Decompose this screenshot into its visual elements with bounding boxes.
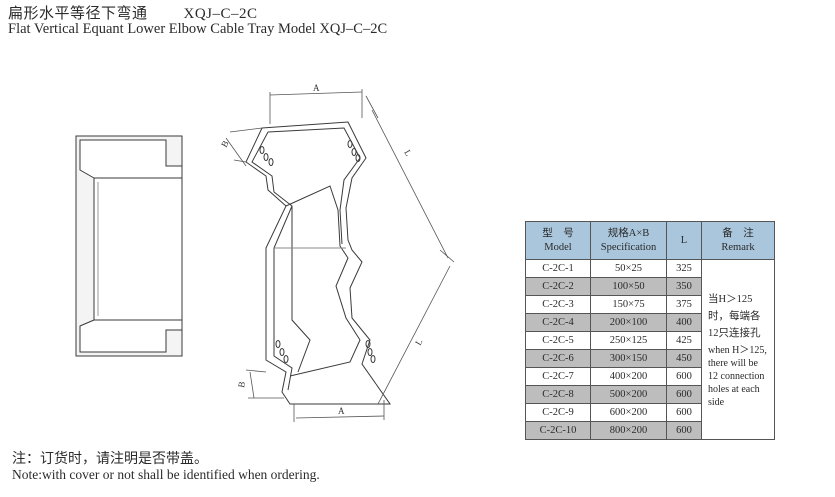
remark-cell: 当H＞125时，每端各12只连接孔 when H＞125, there will… bbox=[701, 259, 775, 440]
cell-model: C-2C-3 bbox=[525, 295, 591, 314]
table-header-row: 型 号 Model 规格A×B Specification L 备 注 Rema… bbox=[525, 221, 775, 260]
title-english: Flat Vertical Equant Lower Elbow Cable T… bbox=[8, 21, 388, 37]
header-spec: 规格A×B Specification bbox=[590, 221, 667, 260]
header-spec-en: Specification bbox=[600, 241, 657, 253]
cell-spec: 500×200 bbox=[590, 385, 667, 404]
table-row: C-2C-3 150×75 375 bbox=[525, 295, 775, 314]
cell-model: C-2C-1 bbox=[525, 259, 591, 278]
table-row: C-2C-1 50×25 325 当H＞125时，每端各12只连接孔 when … bbox=[525, 259, 775, 440]
cell-l: 325 bbox=[666, 259, 702, 278]
cell-l: 600 bbox=[666, 385, 702, 404]
cell-spec: 600×200 bbox=[590, 403, 667, 422]
cell-model: C-2C-4 bbox=[525, 313, 591, 332]
cell-model: C-2C-6 bbox=[525, 349, 591, 368]
cell-spec: 250×125 bbox=[590, 331, 667, 350]
note-english: Note:with cover or not shall be identifi… bbox=[12, 467, 320, 482]
cell-l: 600 bbox=[666, 403, 702, 422]
remark-english: when H＞125, there will be 12 connection … bbox=[708, 344, 767, 408]
dim-label-l-upper: L bbox=[402, 148, 413, 158]
table-row: C-2C-7 400×200 600 bbox=[525, 367, 775, 386]
remark-chinese: 当H＞125时，每端各12只连接孔 bbox=[708, 293, 761, 339]
specification-table: 型 号 Model 规格A×B Specification L 备 注 Rema… bbox=[525, 221, 775, 440]
table-row: C-2C-6 300×150 450 bbox=[525, 349, 775, 368]
header-model-cn: 型 号 bbox=[542, 227, 574, 239]
cell-model: C-2C-5 bbox=[525, 331, 591, 350]
note-chinese: 注：订货时，请注明是否带盖。 bbox=[12, 452, 208, 467]
title-chinese: 扁形水平等径下弯通 XQJ–C–2C bbox=[8, 2, 258, 23]
model-code: XQJ–C–2C bbox=[183, 6, 258, 22]
cell-model: C-2C-7 bbox=[525, 367, 591, 386]
cell-spec: 400×200 bbox=[590, 367, 667, 386]
cell-l: 600 bbox=[666, 421, 702, 440]
dim-label-a-bottom: A bbox=[338, 406, 345, 416]
dim-label-l-lower: L bbox=[413, 337, 424, 347]
header-model: 型 号 Model bbox=[525, 221, 591, 260]
table-row: C-2C-5 250×125 425 bbox=[525, 331, 775, 350]
cross-section-view bbox=[75, 135, 183, 357]
title-chinese-text: 扁形水平等径下弯通 bbox=[8, 6, 148, 22]
cell-spec: 50×25 bbox=[590, 259, 667, 278]
cell-l: 425 bbox=[666, 331, 702, 350]
header-spec-cn: 规格A×B bbox=[607, 227, 650, 239]
cell-l: 600 bbox=[666, 367, 702, 386]
cell-model: C-2C-10 bbox=[525, 421, 591, 440]
table-row: C-2C-4 200×100 400 bbox=[525, 313, 775, 332]
cell-spec: 300×150 bbox=[590, 349, 667, 368]
header-remark-en: Remark bbox=[721, 241, 755, 253]
dimension-lines bbox=[225, 89, 455, 422]
cell-spec: 800×200 bbox=[590, 421, 667, 440]
cell-l: 375 bbox=[666, 295, 702, 314]
cell-l: 350 bbox=[666, 277, 702, 296]
header-remark: 备 注 Remark bbox=[701, 221, 775, 260]
cell-model: C-2C-8 bbox=[525, 385, 591, 404]
cell-spec: 150×75 bbox=[590, 295, 667, 314]
dim-label-b-bottom: B bbox=[236, 381, 247, 389]
header-model-en: Model bbox=[544, 241, 572, 253]
cell-l: 400 bbox=[666, 313, 702, 332]
elbow-view bbox=[245, 121, 391, 405]
dim-label-b-top: B bbox=[219, 139, 231, 149]
cell-model: C-2C-9 bbox=[525, 403, 591, 422]
header-remark-cn: 备 注 bbox=[722, 227, 754, 239]
dim-label-a-top: A bbox=[313, 83, 320, 93]
cell-spec: 200×100 bbox=[590, 313, 667, 332]
cell-l: 450 bbox=[666, 349, 702, 368]
cell-model: C-2C-2 bbox=[525, 277, 591, 296]
header-l: L bbox=[666, 221, 702, 260]
table-row: C-2C-8 500×200 600 bbox=[525, 385, 775, 404]
cell-spec: 100×50 bbox=[590, 277, 667, 296]
table-row: C-2C-10 800×200 600 bbox=[525, 421, 775, 440]
